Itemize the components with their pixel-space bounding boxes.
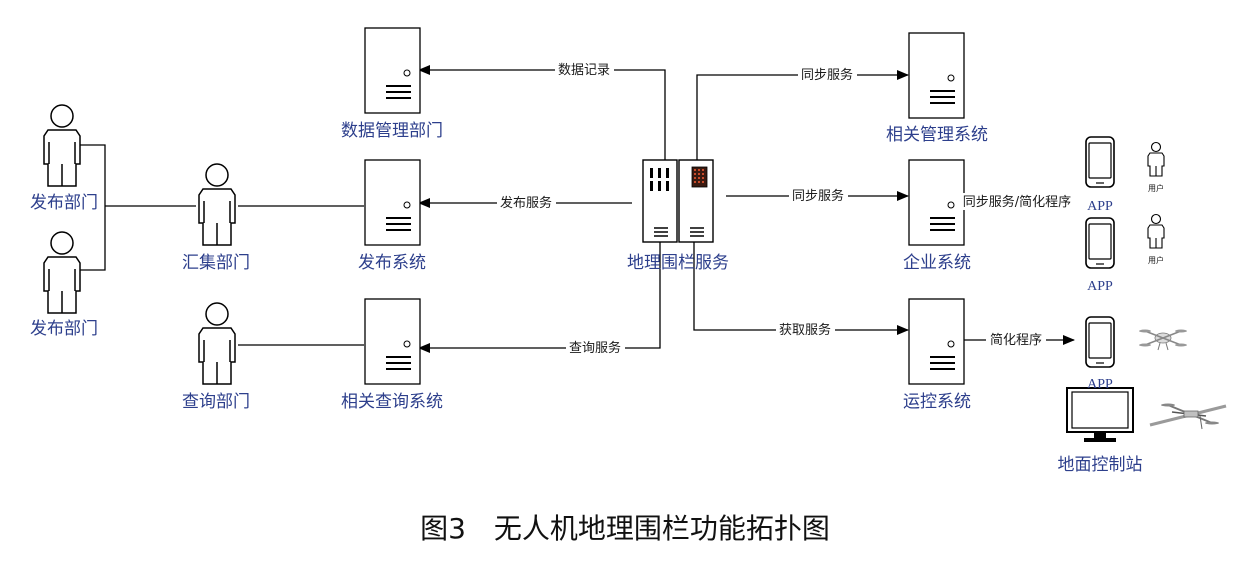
label-user-2: 用户 [1148, 255, 1164, 265]
figure-caption: 图3 无人机地理围栏功能拓扑图 [420, 512, 830, 545]
user-icon-1 [1147, 141, 1165, 177]
label-related-mgmt-system: 相关管理系统 [886, 125, 988, 145]
label-publish-dept-2: 发布部门 [30, 319, 98, 339]
node-labels: 发布部门 发布部门 汇集部门 查询部门 数据管理部门 发布系统 相关查询系统 地… [30, 121, 1164, 475]
edge-sync-service-1 [696, 70, 909, 160]
edge-query-service [418, 242, 661, 353]
collect-dept-person-icon [198, 163, 236, 246]
label-related-query-system: 相关查询系统 [341, 392, 443, 412]
edge-label-sync-service-1: 同步服务 [801, 67, 853, 83]
ops-control-server-icon [908, 298, 965, 385]
edge-label-sync-simplify: 同步服务/简化程序 [963, 194, 1071, 210]
edge-label-fetch-service: 获取服务 [779, 322, 831, 338]
monitor-icon [1066, 387, 1134, 442]
query-dept-person-icon [198, 302, 236, 385]
publish-dept-1-person-icon [43, 104, 81, 187]
edge-labels: 数据记录 发布服务 查询服务 同步服务 同步服务 获取服务 同步服务/简化程序 … [497, 61, 1079, 356]
publish-dept-2-person-icon [43, 231, 81, 314]
edge-label-query-service: 查询服务 [569, 340, 621, 356]
data-mgmt-server-icon [364, 27, 421, 114]
edge-fetch-service [693, 242, 909, 335]
label-ground-station: 地面控制站 [1058, 455, 1143, 475]
label-ops-control-system: 运控系统 [903, 392, 971, 412]
label-data-mgmt-dept: 数据管理部门 [341, 121, 443, 141]
label-app-3: APP [1087, 377, 1113, 392]
edge-data-record [418, 65, 666, 160]
phone-icon-2 [1085, 217, 1115, 269]
publish-system-server-icon [364, 159, 421, 246]
geofence-rack-icon [642, 159, 714, 243]
edge-label-publish-service: 发布服务 [500, 195, 552, 211]
label-app-1: APP [1087, 199, 1113, 214]
label-enterprise-system: 企业系统 [903, 253, 971, 273]
label-geofence-service: 地理围栏服务 [627, 253, 729, 273]
label-collect-dept: 汇集部门 [182, 253, 250, 273]
edge-label-data-record: 数据记录 [558, 63, 610, 78]
query-system-server-icon [364, 298, 421, 385]
edge-label-simplify-program: 简化程序 [990, 332, 1042, 348]
edge-publish-dept-1 [80, 144, 106, 206]
label-app-2: APP [1087, 279, 1113, 294]
fixed-wing-drone-icon [1149, 403, 1227, 430]
label-user-1: 用户 [1148, 183, 1164, 193]
edge-label-sync-service-2: 同步服务 [792, 188, 844, 204]
phone-icon-3 [1085, 316, 1115, 368]
quadcopter-drone-icon [1139, 329, 1187, 351]
edge-publish-dept-2 [80, 206, 106, 271]
phone-icon-1 [1085, 136, 1115, 188]
user-icon-2 [1147, 213, 1165, 249]
label-publish-system: 发布系统 [358, 253, 426, 273]
related-mgmt-server-icon [908, 32, 965, 119]
label-publish-dept-1: 发布部门 [30, 193, 98, 213]
label-query-dept: 查询部门 [182, 392, 250, 412]
